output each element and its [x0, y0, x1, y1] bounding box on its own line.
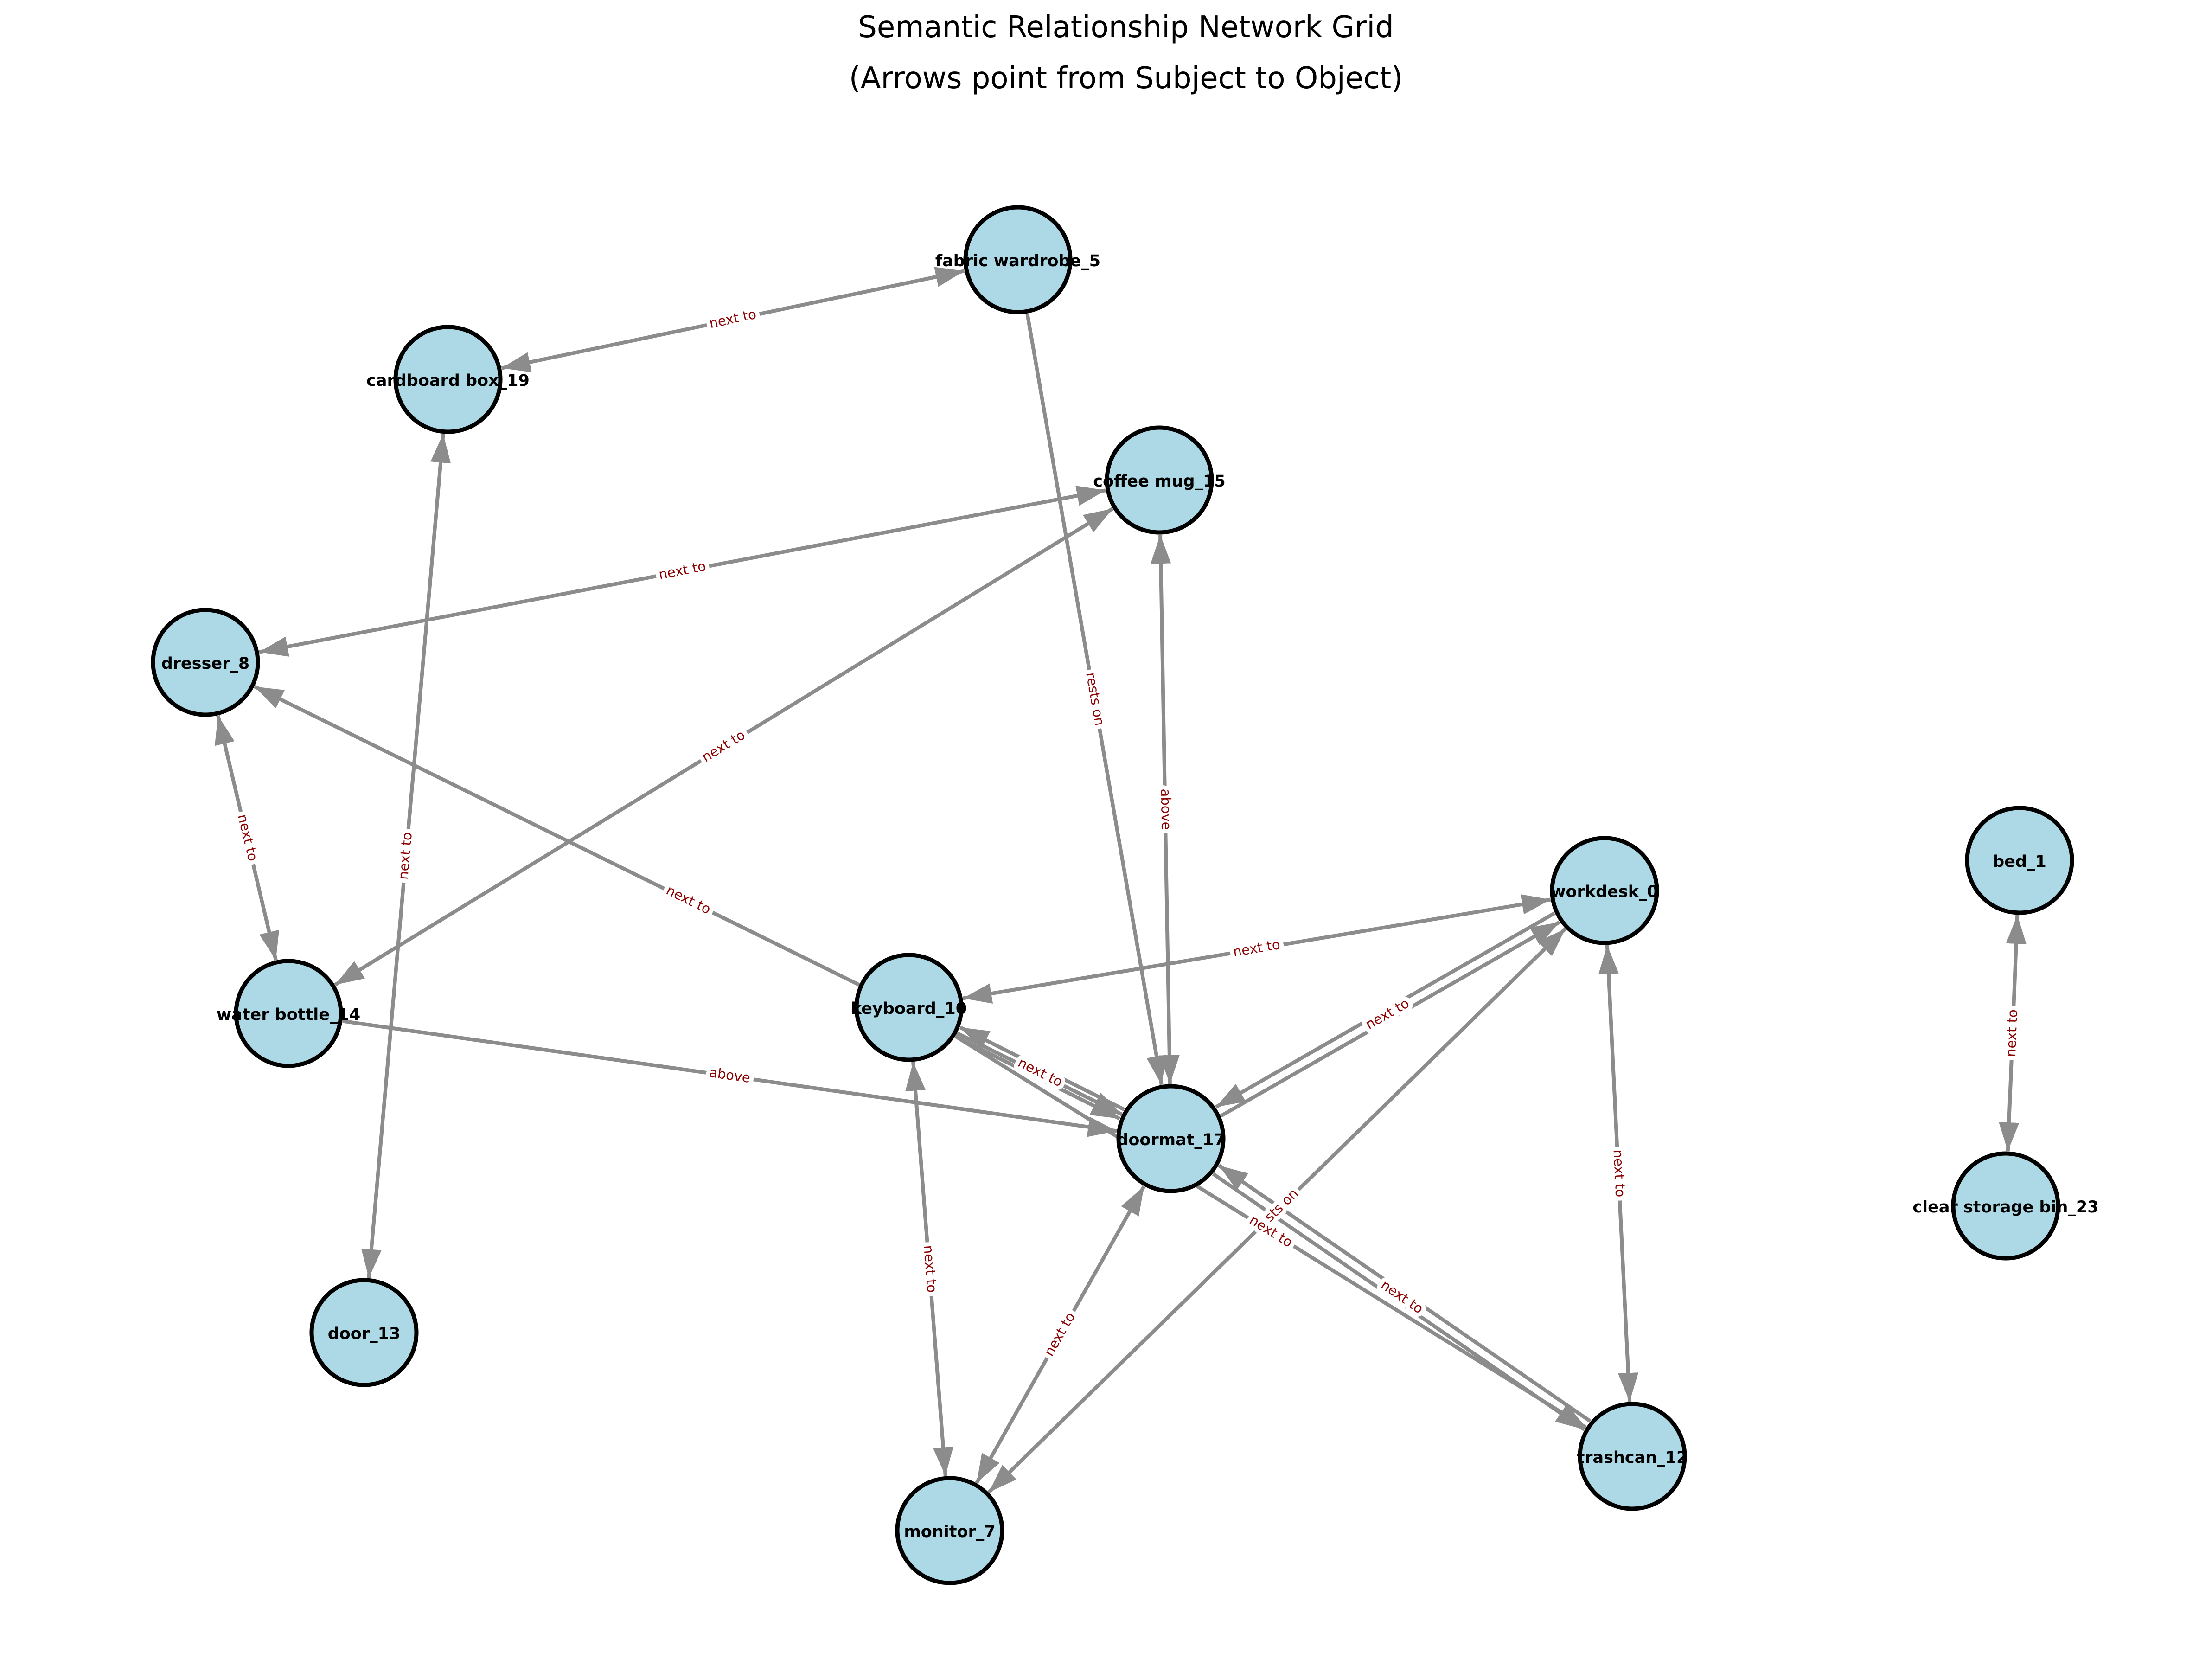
node-label-cardboard_box_19: cardboard box_19: [366, 372, 530, 390]
edge-doormat_17-trashcan_12-reverse: [1218, 1164, 1592, 1423]
edge-label-coffee_mug_15-dresser_8: next to: [658, 558, 707, 583]
node-fabric_wardrobe_5: [963, 205, 1073, 314]
edge-workdesk_0-trashcan_12: [1598, 945, 1639, 1402]
nodes-layer: [151, 205, 2074, 1585]
node-dresser_8: [151, 608, 260, 717]
node-label-trashcan_12: trashcan_12: [1577, 1448, 1688, 1467]
chart-title-line1: Semantic Relationship Network Grid: [858, 10, 1394, 45]
edge-label-workdesk_0-trashcan_12: next to: [1610, 1149, 1628, 1198]
node-trashcan_12: [1578, 1402, 1687, 1511]
chart-title-line2: (Arrows point from Subject to Object): [849, 61, 1403, 96]
edge-label-coffee_mug_15-doormat_17: above: [1158, 788, 1175, 830]
edge-label-clear_storage_bin_23-bed_1: next to: [2003, 1009, 2020, 1057]
edge-label-water_bottle_14-coffee_mug_15: next to: [699, 727, 748, 765]
node-water_bottle_14: [234, 959, 343, 1068]
edge-label-doormat_17-trashcan_12: next to: [1378, 1277, 1426, 1317]
edge-label-cardboard_box_19-door_13: next to: [395, 832, 415, 880]
node-coffee_mug_15: [1105, 425, 1214, 535]
edges-layer: [215, 267, 2027, 1494]
node-label-fabric_wardrobe_5: fabric wardrobe_5: [935, 252, 1100, 270]
edge-doormat_17-trashcan_12: [1212, 1172, 1585, 1431]
edge-label-water_bottle_14-doormat_17: above: [708, 1064, 751, 1086]
node-monitor_7: [895, 1476, 1004, 1585]
edge-label-cardboard_box_19-fabric_wardrobe_5: next to: [708, 306, 757, 331]
edge-label-keyboard_10-doormat_17: next to: [1016, 1055, 1065, 1090]
edge-clear_storage_bin_23-bed_1: [1999, 915, 2027, 1152]
node-keyboard_10: [854, 953, 964, 1062]
edge-cardboard_box_19-fabric_wardrobe_5: [501, 267, 965, 372]
edge-water_bottle_14-doormat_17: [342, 1019, 1117, 1137]
node-cardboard_box_19: [393, 325, 503, 434]
node-workdesk_0: [1550, 836, 1659, 945]
edge-label-keyboard_10-workdesk_0: next to: [1232, 936, 1281, 960]
node-label-workdesk_0: workdesk_0: [1551, 883, 1658, 901]
node-label-clear_storage_bin_23: clear storage bin_23: [1912, 1198, 2098, 1217]
edge-monitor_7-workdesk_0: [987, 927, 1567, 1494]
node-bed_1: [1965, 806, 2074, 915]
edge-label-fabric_wardrobe_5-doormat_17: rests on: [1083, 671, 1107, 727]
edge-label-monitor_7-keyboard_10: next to: [921, 1244, 940, 1293]
node-label-doormat_17: doormat_17: [1117, 1131, 1225, 1149]
edge-label-doormat_17-workdesk_0: next to: [1363, 995, 1412, 1032]
edge-label-monitor_7-doormat_17: next to: [1041, 1309, 1078, 1358]
edge-monitor_7-keyboard_10: [905, 1062, 953, 1476]
node-clear_storage_bin_23: [1951, 1151, 2060, 1261]
edge-label-dresser_8-doormat_17: next to: [664, 882, 713, 917]
node-label-door_13: door_13: [328, 1325, 401, 1343]
node-label-coffee_mug_15: coffee mug_15: [1093, 472, 1225, 491]
node-labels-layer: workdesk_0 bed_1 fabric wardrobe_5 monitor_…: [161, 252, 2099, 1541]
node-label-keyboard_10: keyboard_10: [851, 999, 967, 1018]
node-door_13: [309, 1278, 419, 1387]
node-label-monitor_7: monitor_7: [904, 1523, 995, 1541]
node-label-bed_1: bed_1: [1993, 852, 2046, 871]
node-label-dresser_8: dresser_8: [161, 654, 250, 673]
edge-keyboard_10-trashcan_12: [954, 1034, 1587, 1429]
edge-label-water_bottle_14-dresser_8: next to: [235, 813, 261, 863]
node-label-water_bottle_14: water bottle_14: [217, 1006, 360, 1024]
node-doormat_17: [1116, 1084, 1226, 1193]
